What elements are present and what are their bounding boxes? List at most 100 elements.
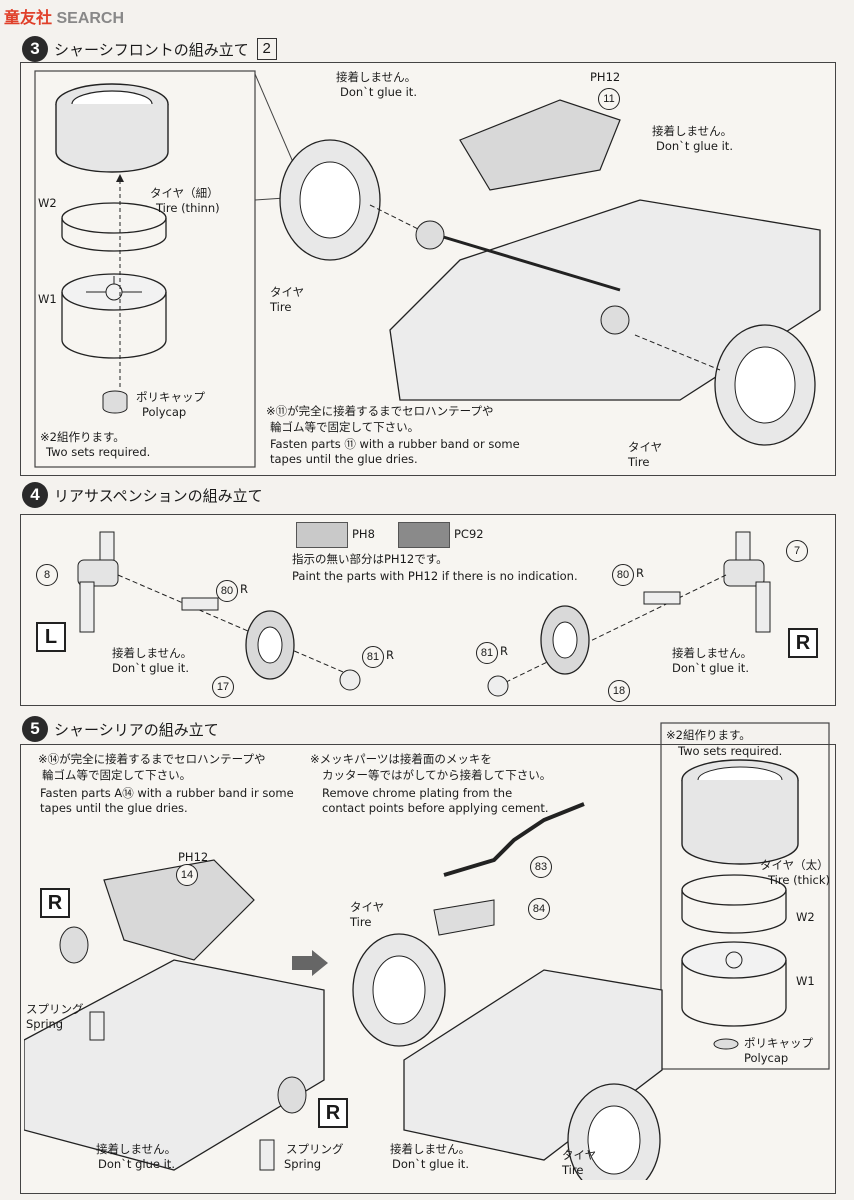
tire2-en-5: Tire bbox=[562, 1163, 584, 1177]
polycap-jp-5: ポリキャップ bbox=[744, 1036, 813, 1050]
part-80-left: 80 bbox=[216, 580, 238, 602]
part-8: 8 bbox=[36, 564, 58, 586]
note1-en-1: Fasten parts A⑭ with a rubber band ir so… bbox=[40, 786, 294, 800]
two-sets-en: Two sets required. bbox=[46, 445, 151, 459]
w2-ring-drawing bbox=[61, 202, 167, 252]
part-81-side-right: R bbox=[500, 644, 508, 658]
arrow-right-icon bbox=[292, 950, 328, 976]
left-side-marker: L bbox=[36, 622, 66, 652]
part-83: 83 bbox=[530, 856, 552, 878]
noglue-jp-right: 接着しません。 bbox=[672, 646, 753, 660]
paint-ph8: PH8 bbox=[352, 527, 375, 541]
part-81-side-left: R bbox=[386, 648, 394, 662]
swatch-pc92 bbox=[398, 522, 450, 548]
two-sets-jp: ※2組作ります。 bbox=[40, 430, 125, 444]
watermark: 童友社 SEARCH bbox=[4, 10, 125, 27]
step-number: 3 bbox=[22, 36, 48, 62]
noglue-en-right: Don`t glue it. bbox=[672, 661, 749, 675]
w1-label-5: W1 bbox=[796, 974, 815, 988]
two-sets-en-5: Two sets required. bbox=[678, 744, 783, 758]
swatch-ph8 bbox=[296, 522, 348, 548]
polycap-en-5: Polycap bbox=[744, 1051, 789, 1065]
right-side-marker-1: R bbox=[40, 888, 70, 918]
noglue-en-left: Don`t glue it. bbox=[112, 661, 189, 675]
tire2-jp: タイヤ bbox=[628, 440, 663, 454]
noglue-jp-5b: 接着しません。 bbox=[390, 1142, 471, 1156]
note1-jp-2: 輪ゴム等で固定して下さい。 bbox=[42, 768, 192, 782]
section-title: シャーシフロントの組み立て bbox=[54, 40, 249, 59]
tire-en-5: Tire bbox=[350, 915, 372, 929]
tire-en: Tire bbox=[270, 300, 292, 314]
w1-wheel-drawing bbox=[61, 273, 167, 359]
rear-chassis-right-drawing bbox=[352, 802, 663, 1180]
part-17: 17 bbox=[212, 676, 234, 698]
part-11: 11 bbox=[598, 88, 620, 110]
section-4-header: 4 リアサスペンションの組み立て bbox=[22, 482, 263, 508]
polycap-drawing bbox=[102, 390, 128, 414]
noglue-jp-left: 接着しません。 bbox=[112, 646, 193, 660]
right-side-marker: R bbox=[788, 628, 818, 658]
w1-label: W1 bbox=[38, 292, 57, 306]
note-en-1: Fasten parts ⑪ with a rubber band or som… bbox=[270, 437, 520, 451]
paint-pc92: PC92 bbox=[454, 527, 484, 541]
noglue-jp-1: 接着しません。 bbox=[336, 70, 417, 84]
section-title: リアサスペンションの組み立て bbox=[54, 486, 263, 505]
assembly-arrows bbox=[116, 174, 124, 390]
note-jp-2: 輪ゴム等で固定して下さい。 bbox=[270, 420, 420, 434]
step-number: 5 bbox=[22, 716, 48, 742]
noglue-jp-5a: 接着しません。 bbox=[96, 1142, 177, 1156]
tire-thin-jp: タイヤ（細） bbox=[150, 186, 219, 200]
spring2-jp: スプリング bbox=[286, 1142, 344, 1156]
step-number: 4 bbox=[22, 482, 48, 508]
part-80-side-right: R bbox=[636, 566, 644, 580]
note1-jp-1: ※⑭が完全に接着するまでセロハンテープや bbox=[38, 752, 266, 766]
section-3-header: 3 シャーシフロントの組み立て 2 bbox=[22, 36, 277, 62]
spring2-en: Spring bbox=[284, 1157, 322, 1171]
part-81-right: 81 bbox=[476, 642, 498, 664]
note2-en-2: contact points before applying cement. bbox=[322, 801, 549, 815]
tire-thick-inset-frame bbox=[660, 722, 830, 1070]
part-7: 7 bbox=[786, 540, 808, 562]
paint-note-en: Paint the parts with PH12 if there is no… bbox=[292, 569, 578, 583]
part-14: 14 bbox=[176, 864, 198, 886]
note-jp-1: ※⑪が完全に接着するまでセロハンテープや bbox=[266, 404, 494, 418]
tire-jp: タイヤ bbox=[270, 285, 305, 299]
polycap-jp: ポリキャップ bbox=[136, 390, 205, 404]
noglue-jp-2: 接着しません。 bbox=[652, 124, 733, 138]
w2-label-5: W2 bbox=[796, 910, 815, 924]
paint-ph12-5: PH12 bbox=[178, 850, 209, 864]
noglue-en-5b: Don`t glue it. bbox=[392, 1157, 469, 1171]
tire-thin-en: Tire (thinn) bbox=[156, 201, 220, 215]
section-title: シャーシリアの組み立て bbox=[54, 720, 219, 739]
page-ref-box: 2 bbox=[256, 38, 277, 60]
note2-jp-2: カッター等ではがしてから接着して下さい。 bbox=[322, 768, 552, 782]
part-80-side-left: R bbox=[240, 582, 248, 596]
w2-label: W2 bbox=[38, 196, 57, 210]
part-18: 18 bbox=[608, 680, 630, 702]
note-en-2: tapes until the glue dries. bbox=[270, 452, 418, 466]
two-sets-jp-5: ※2組作ります。 bbox=[666, 728, 751, 742]
note2-jp-1: ※メッキパーツは接着面のメッキを bbox=[310, 752, 492, 766]
polycap-en: Polycap bbox=[142, 405, 187, 419]
paint-ph12: PH12 bbox=[590, 70, 621, 84]
right-side-marker-2: R bbox=[318, 1098, 348, 1128]
rear-suspension-left-drawing bbox=[77, 531, 361, 691]
tire2-en: Tire bbox=[628, 455, 650, 469]
note2-en-1: Remove chrome plating from the bbox=[322, 786, 513, 800]
front-chassis-drawing bbox=[279, 99, 821, 446]
noglue-en-2: Don`t glue it. bbox=[656, 139, 733, 153]
section-5-header: 5 シャーシリアの組み立て bbox=[22, 716, 219, 742]
tire2-jp-5: タイヤ bbox=[562, 1148, 597, 1162]
noglue-en-5a: Don`t glue it. bbox=[98, 1157, 175, 1171]
tire-jp-5: タイヤ bbox=[350, 900, 385, 914]
part-81-left: 81 bbox=[362, 646, 384, 668]
tire-thick-jp: タイヤ（太） bbox=[760, 858, 829, 872]
tire-thick-en: Tire (thick) bbox=[768, 873, 831, 887]
spring-en: Spring bbox=[26, 1017, 64, 1031]
note1-en-2: tapes until the glue dries. bbox=[40, 801, 188, 815]
tire-thin-drawing bbox=[55, 83, 169, 173]
rear-chassis-left-drawing bbox=[24, 859, 325, 1171]
paint-note-jp: 指示の無い部分はPH12です。 bbox=[292, 552, 448, 566]
rear-suspension-right-drawing bbox=[487, 531, 771, 697]
tire-inset-frame bbox=[34, 70, 256, 468]
